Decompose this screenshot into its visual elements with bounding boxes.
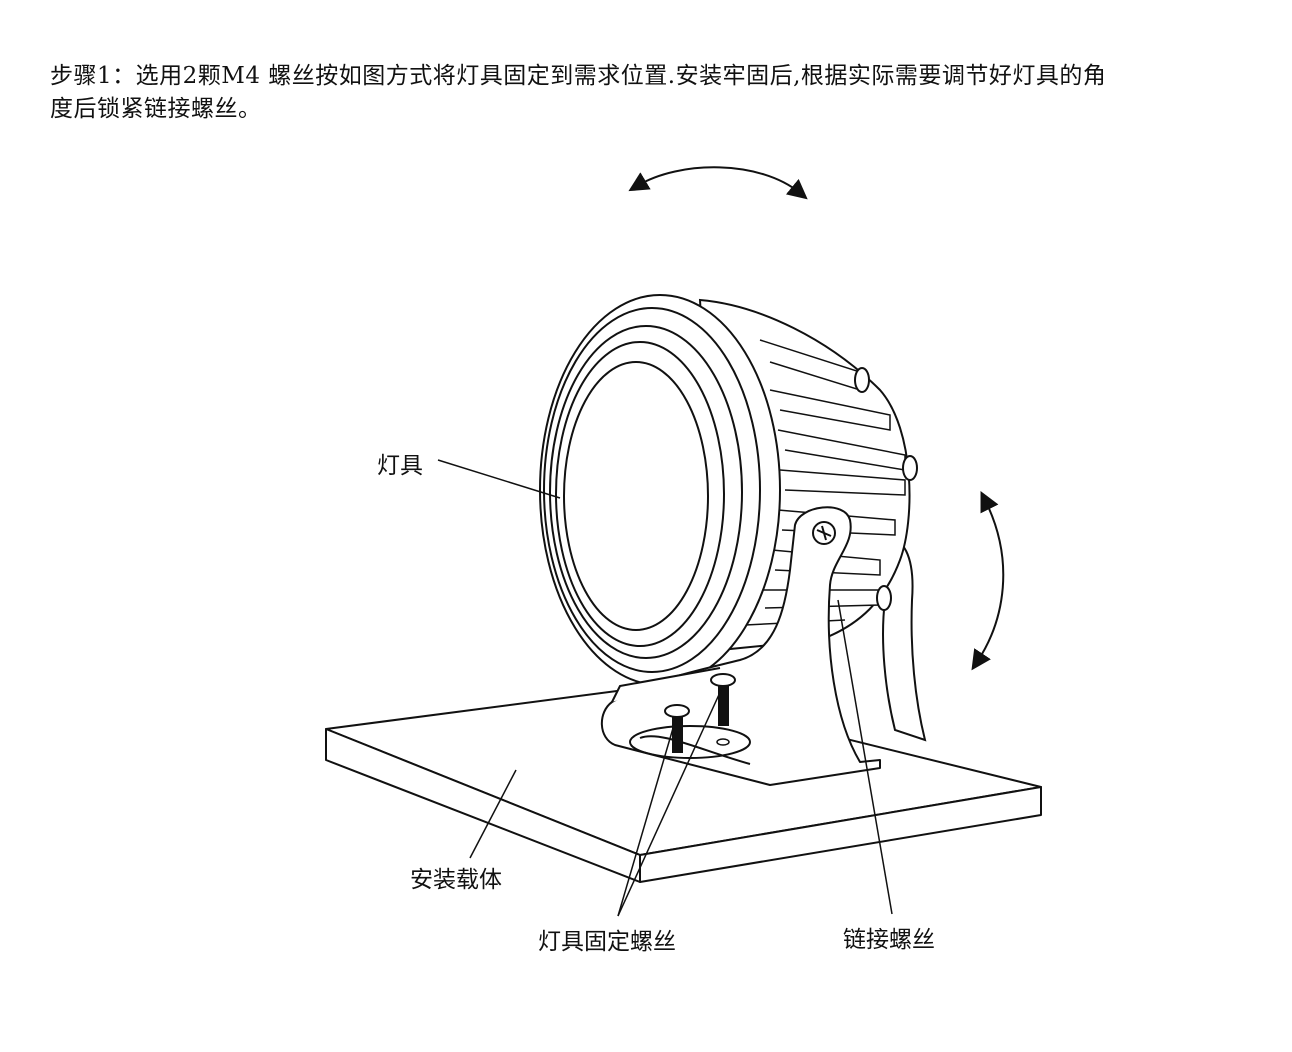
label-mounting-carrier: 安装载体	[410, 867, 502, 893]
leader-lines	[437, 459, 893, 917]
vertical-rotation-arrow	[971, 491, 1005, 671]
fixing-screws	[664, 673, 736, 753]
link-screw	[812, 521, 836, 545]
label-link-screw: 链接螺丝	[843, 927, 935, 953]
instruction-line-1: 步骤1：选用2颗M4 螺丝按如图方式将灯具固定到需求位置.安装牢固后,根据实际需…	[50, 63, 1107, 89]
label-fixing-screws: 灯具固定螺丝	[538, 929, 676, 955]
label-lamp: 灯具	[377, 453, 423, 479]
instruction-text: 步骤1：选用2颗M4 螺丝按如图方式将灯具固定到需求位置.安装牢固后,根据实际需…	[50, 60, 1240, 126]
lamp-front-bezel	[539, 294, 781, 686]
instruction-line-2: 度后锁紧链接螺丝。	[50, 96, 262, 122]
horizontal-rotation-arrow	[628, 166, 808, 200]
